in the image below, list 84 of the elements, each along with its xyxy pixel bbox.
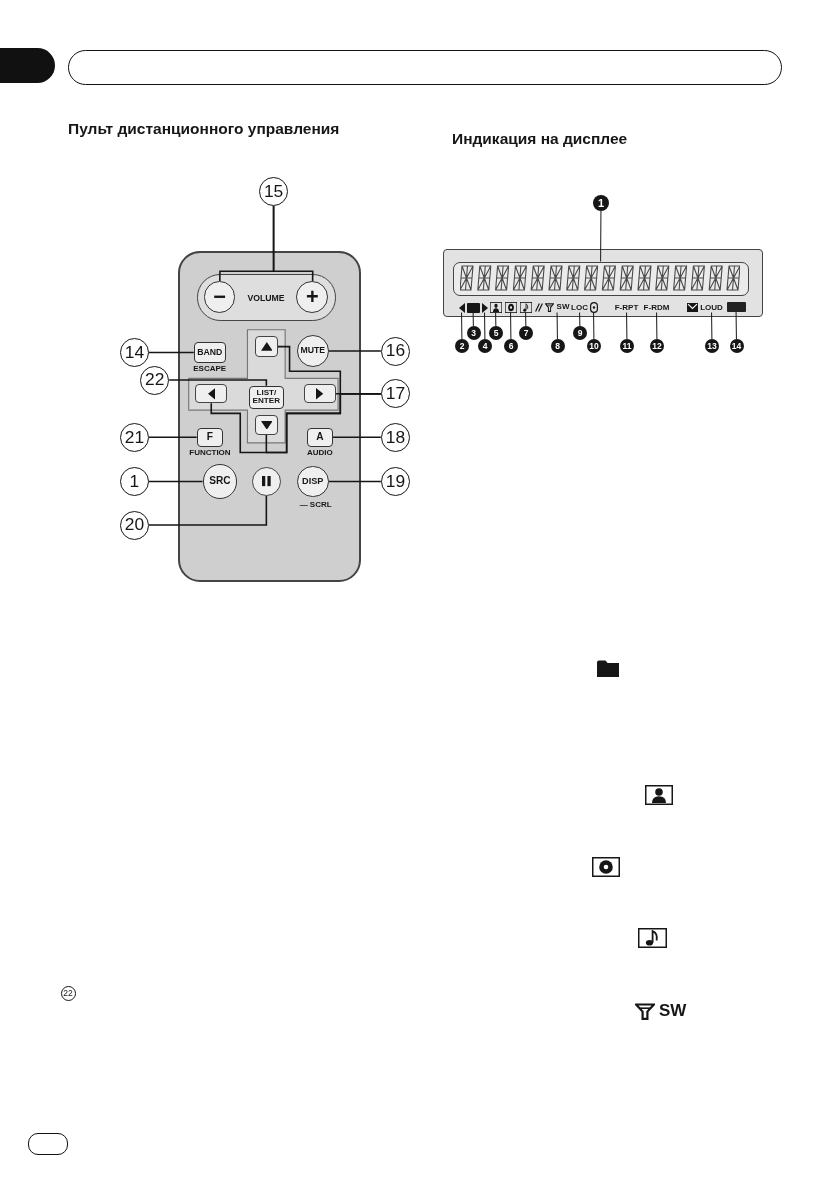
callout-number: 16 xyxy=(380,336,410,366)
button-caption: ESCAPE xyxy=(193,364,227,373)
leader-line xyxy=(600,210,602,262)
display-button: DISP xyxy=(296,465,329,498)
indicator-label: SW xyxy=(556,303,570,311)
leader-line xyxy=(510,312,512,340)
callout-number: 4 xyxy=(478,339,492,353)
button-caption: FUNCTION xyxy=(189,448,231,457)
leader-line xyxy=(168,379,268,387)
person-icon xyxy=(489,301,502,313)
leader-line xyxy=(148,351,195,354)
leader-line xyxy=(210,392,382,454)
section-heading: Индикация на дисплее xyxy=(452,131,628,147)
music-note-icon xyxy=(519,301,532,313)
button-caption: — SCRL xyxy=(299,501,332,510)
callout-number: 1 xyxy=(593,195,609,211)
minus-button: − xyxy=(203,280,236,313)
indicator-label: F-RPT xyxy=(613,301,640,313)
leader-line xyxy=(327,350,382,352)
callout-number: 20 xyxy=(119,510,149,540)
function-button: F xyxy=(196,427,223,447)
plus-button: + xyxy=(296,280,329,313)
callout-number: 14 xyxy=(119,337,149,367)
remote-control-body xyxy=(177,250,361,582)
leader-line xyxy=(472,312,474,327)
source-button: SRC xyxy=(202,464,238,499)
leader-line xyxy=(593,312,595,340)
callout-number: 3 xyxy=(466,326,481,340)
leader-line xyxy=(525,312,527,327)
callout-number: 22 xyxy=(140,365,170,395)
indicator-label: LOC xyxy=(570,301,589,313)
leader-line xyxy=(327,480,382,483)
band-button: BAND xyxy=(193,342,226,363)
left-arrow-button xyxy=(195,384,228,404)
leader-line xyxy=(711,312,713,340)
button-caption: AUDIO xyxy=(307,448,333,457)
mute-button: MUTE xyxy=(296,335,329,367)
callout-number: 1 xyxy=(119,467,149,496)
leader-line xyxy=(332,436,382,439)
leader-line xyxy=(272,205,314,282)
disc-icon xyxy=(504,301,517,313)
leader-line xyxy=(461,312,463,340)
right-arrow-button xyxy=(304,384,336,404)
callout-number: 15 xyxy=(259,177,289,206)
up-arrow-button xyxy=(254,336,278,357)
indicator-label: F-RDM xyxy=(642,301,671,313)
left-triangle-icon xyxy=(458,302,465,313)
section-heading: Пульт дистанционного управления xyxy=(68,121,340,137)
callout-number: 8 xyxy=(550,339,565,353)
leader-line xyxy=(148,436,198,439)
leader-line xyxy=(484,312,486,340)
leader-line xyxy=(556,312,558,340)
callout-number: 7 xyxy=(519,326,533,340)
pause-button xyxy=(251,467,281,496)
callout-number: 12 xyxy=(650,339,664,353)
indicator-label: SW xyxy=(659,1002,687,1019)
leader-line xyxy=(148,495,268,526)
callout-number: 2 xyxy=(455,339,469,353)
callout-number: 17 xyxy=(380,379,410,409)
volume-rocker xyxy=(196,274,336,321)
callout-number: 19 xyxy=(380,467,410,496)
callout-number: 21 xyxy=(119,422,149,452)
leader-line xyxy=(495,312,497,327)
callout-number: 18 xyxy=(380,422,410,452)
callout-number: 11 xyxy=(620,339,634,353)
leader-line xyxy=(656,312,658,340)
callout-number: 5 xyxy=(489,326,503,340)
audio-button: A xyxy=(306,427,334,447)
volume-label: VOLUME xyxy=(247,294,285,304)
callout-number: 10 xyxy=(587,339,601,353)
right-triangle-icon xyxy=(481,302,488,313)
indicator-label: LOUD xyxy=(699,301,724,313)
character-display-area xyxy=(452,261,749,296)
leader-line xyxy=(148,480,204,483)
leader-line xyxy=(626,312,628,340)
indicator-block xyxy=(726,301,746,312)
callout-number: 6 xyxy=(504,339,518,353)
leader-line xyxy=(735,311,737,340)
leader-line xyxy=(579,312,581,327)
callout-number: 9 xyxy=(573,326,587,340)
callout-number: 14 xyxy=(729,339,744,353)
callout-number: 13 xyxy=(705,339,719,353)
oval-symbol-icon xyxy=(589,301,598,313)
display-panel xyxy=(443,249,763,317)
